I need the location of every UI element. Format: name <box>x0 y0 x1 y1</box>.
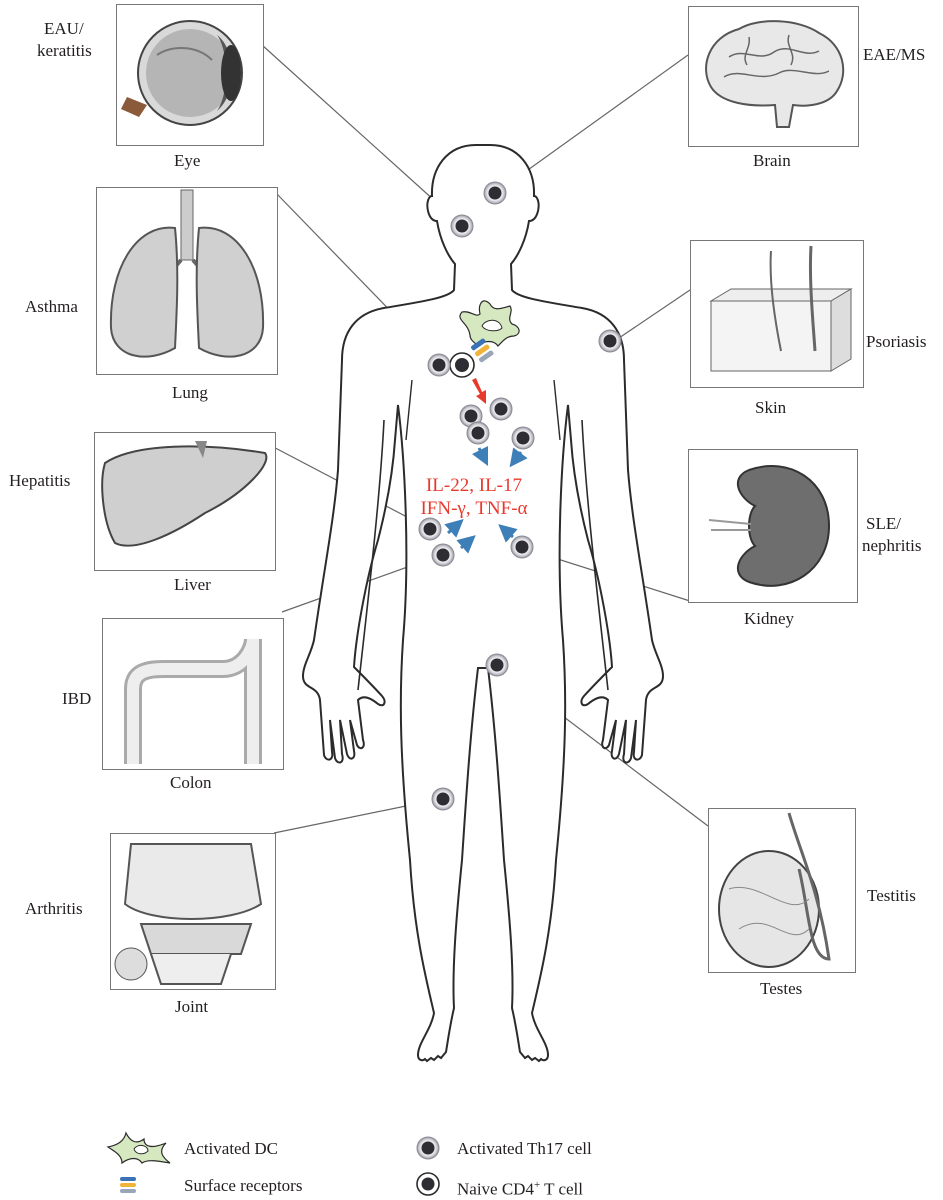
cytokine-line-1: IL-22, IL-17 <box>426 475 522 496</box>
liver-illustration <box>95 433 275 570</box>
th17-cell-kidney <box>511 536 533 558</box>
human-body-outline <box>303 145 663 1061</box>
th17-cell-lung <box>428 354 450 376</box>
colon-image-box <box>102 618 284 770</box>
th17-cell-chest-4 <box>512 427 534 449</box>
brain-illustration <box>689 7 858 146</box>
th17-cell-liver <box>419 518 441 540</box>
skin-organ-label: Skin <box>755 397 786 418</box>
legend-naive-cd4-suffix: T cell <box>540 1180 583 1199</box>
testes-organ-label: Testes <box>760 978 802 999</box>
skin-disease-label: Psoriasis <box>866 331 926 352</box>
joint-image-box <box>110 833 276 990</box>
th17-cell-chest-2 <box>490 398 512 420</box>
skin-image-box <box>690 240 864 388</box>
legend-th17-label: Activated Th17 cell <box>457 1138 592 1159</box>
legend-naive-cd4-label: Naive CD4+ T cell <box>457 1175 583 1200</box>
connector-eye <box>262 45 456 220</box>
joint-illustration <box>111 834 275 989</box>
liver-image-box <box>94 432 276 571</box>
eye-illustration <box>117 5 263 145</box>
naive-cd4-t-cell <box>450 353 474 377</box>
eye-organ-label: Eye <box>174 150 200 171</box>
th17-cell-skin <box>599 330 621 352</box>
testes-image-box <box>708 808 856 973</box>
th17-cell-eye <box>451 215 473 237</box>
kidney-disease-label-line2: nephritis <box>862 535 922 556</box>
kidney-disease-label-line1: SLE/ <box>866 513 901 534</box>
brain-disease-label: EAE/MS <box>863 44 925 65</box>
brain-image-box <box>688 6 859 147</box>
th17-cell-brain <box>484 182 506 204</box>
eye-disease-label-line2: keratitis <box>37 40 92 61</box>
joint-organ-label: Joint <box>175 996 208 1017</box>
lung-disease-label: Asthma <box>25 296 78 317</box>
legend-surface-receptors-label: Surface receptors <box>184 1175 302 1196</box>
connector-skin <box>616 290 690 340</box>
legend-surface-receptors-icon <box>118 1175 142 1195</box>
legend-dc-icon <box>104 1129 174 1169</box>
kidney-image-box <box>688 449 858 603</box>
lung-organ-label: Lung <box>172 382 208 403</box>
lung-image-box <box>96 187 278 375</box>
colon-disease-label: IBD <box>62 688 91 709</box>
testes-disease-label: Testitis <box>867 885 916 906</box>
kidney-illustration <box>689 450 857 602</box>
liver-organ-label: Liver <box>174 574 211 595</box>
liver-disease-label: Hepatitis <box>9 470 70 491</box>
joint-disease-label: Arthritis <box>25 898 83 919</box>
th17-cell-testes <box>486 654 508 676</box>
legend-naive-cd4-icon <box>414 1170 442 1198</box>
th17-cell-colon <box>432 544 454 566</box>
testes-illustration <box>709 809 855 972</box>
lung-illustration <box>97 188 277 374</box>
legend-naive-cd4-prefix: Naive CD4 <box>457 1180 534 1199</box>
skin-illustration <box>691 241 863 387</box>
colon-illustration <box>103 619 283 769</box>
brain-organ-label: Brain <box>753 150 791 171</box>
eye-image-box <box>116 4 264 146</box>
cytokine-line-2: IFN-γ, TNF-α <box>420 498 527 519</box>
legend-th17-icon <box>414 1134 442 1162</box>
eye-disease-label-line1: EAU/ <box>44 18 84 39</box>
kidney-organ-label: Kidney <box>744 608 794 629</box>
th17-cell-chest-3 <box>467 422 489 444</box>
colon-organ-label: Colon <box>170 772 212 793</box>
legend-activated-dc-label: Activated DC <box>184 1138 278 1159</box>
th17-cell-joint <box>432 788 454 810</box>
